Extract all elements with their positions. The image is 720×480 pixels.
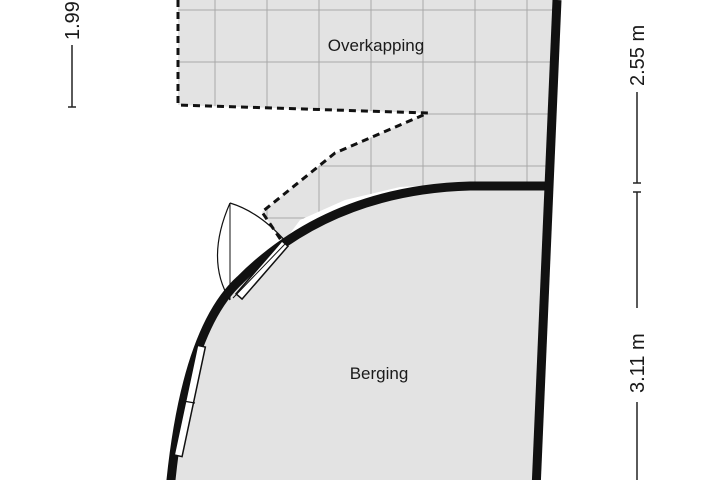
- dimension-left: 1.99: [62, 1, 84, 108]
- door-opening: [234, 239, 290, 301]
- berging-room: [166, 0, 562, 480]
- window: [173, 344, 207, 458]
- window-mullion: [182, 400, 196, 404]
- door-swing-arc-lower: [217, 202, 231, 301]
- room-label-berging: Berging: [350, 364, 409, 383]
- door: [217, 202, 290, 301]
- dimension-left-label: 1.99: [62, 1, 84, 40]
- room-label-overkapping: Overkapping: [328, 36, 424, 55]
- dimension-right-top-label: 2.55 m: [627, 25, 649, 86]
- berging-curved-wall: [166, 181, 545, 480]
- door-swing-arc: [229, 202, 288, 244]
- dimension-right: 2.55 m 3.11 m: [627, 25, 649, 480]
- door-leaf-mid: [232, 243, 286, 299]
- dimension-right-bottom-label: 3.11 m: [627, 333, 649, 393]
- window-frame: [173, 344, 207, 458]
- right-exterior-wall: [531, 0, 562, 480]
- berging-floor: [171, 186, 545, 480]
- overkapping-outline-dashed: [176, 0, 429, 244]
